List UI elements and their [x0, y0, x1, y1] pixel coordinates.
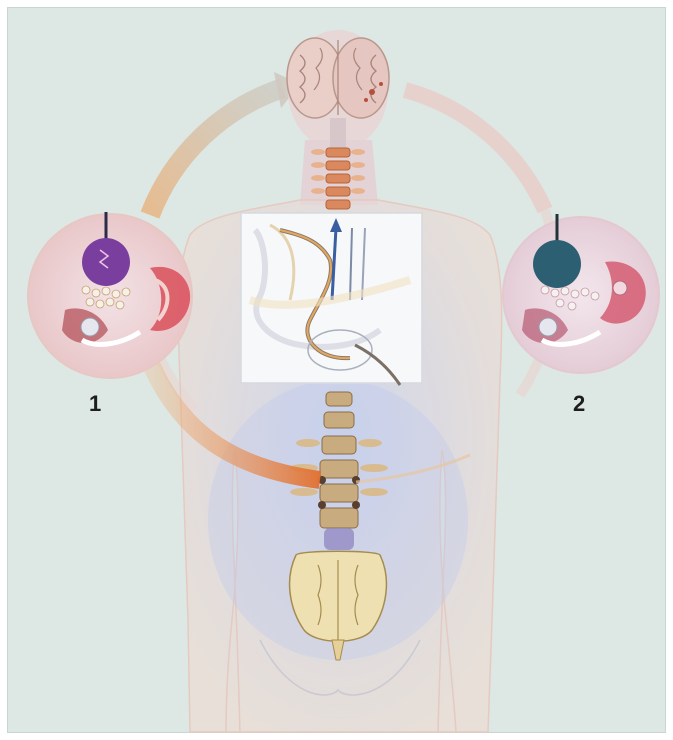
synapse-inset-1 — [28, 212, 192, 378]
synapse-inset-2 — [503, 214, 659, 373]
inset-label-1: 1 — [89, 393, 101, 415]
dorsal-horn-inset — [241, 213, 422, 385]
brain-icon — [287, 38, 389, 118]
inset-label-2: 2 — [573, 393, 585, 415]
